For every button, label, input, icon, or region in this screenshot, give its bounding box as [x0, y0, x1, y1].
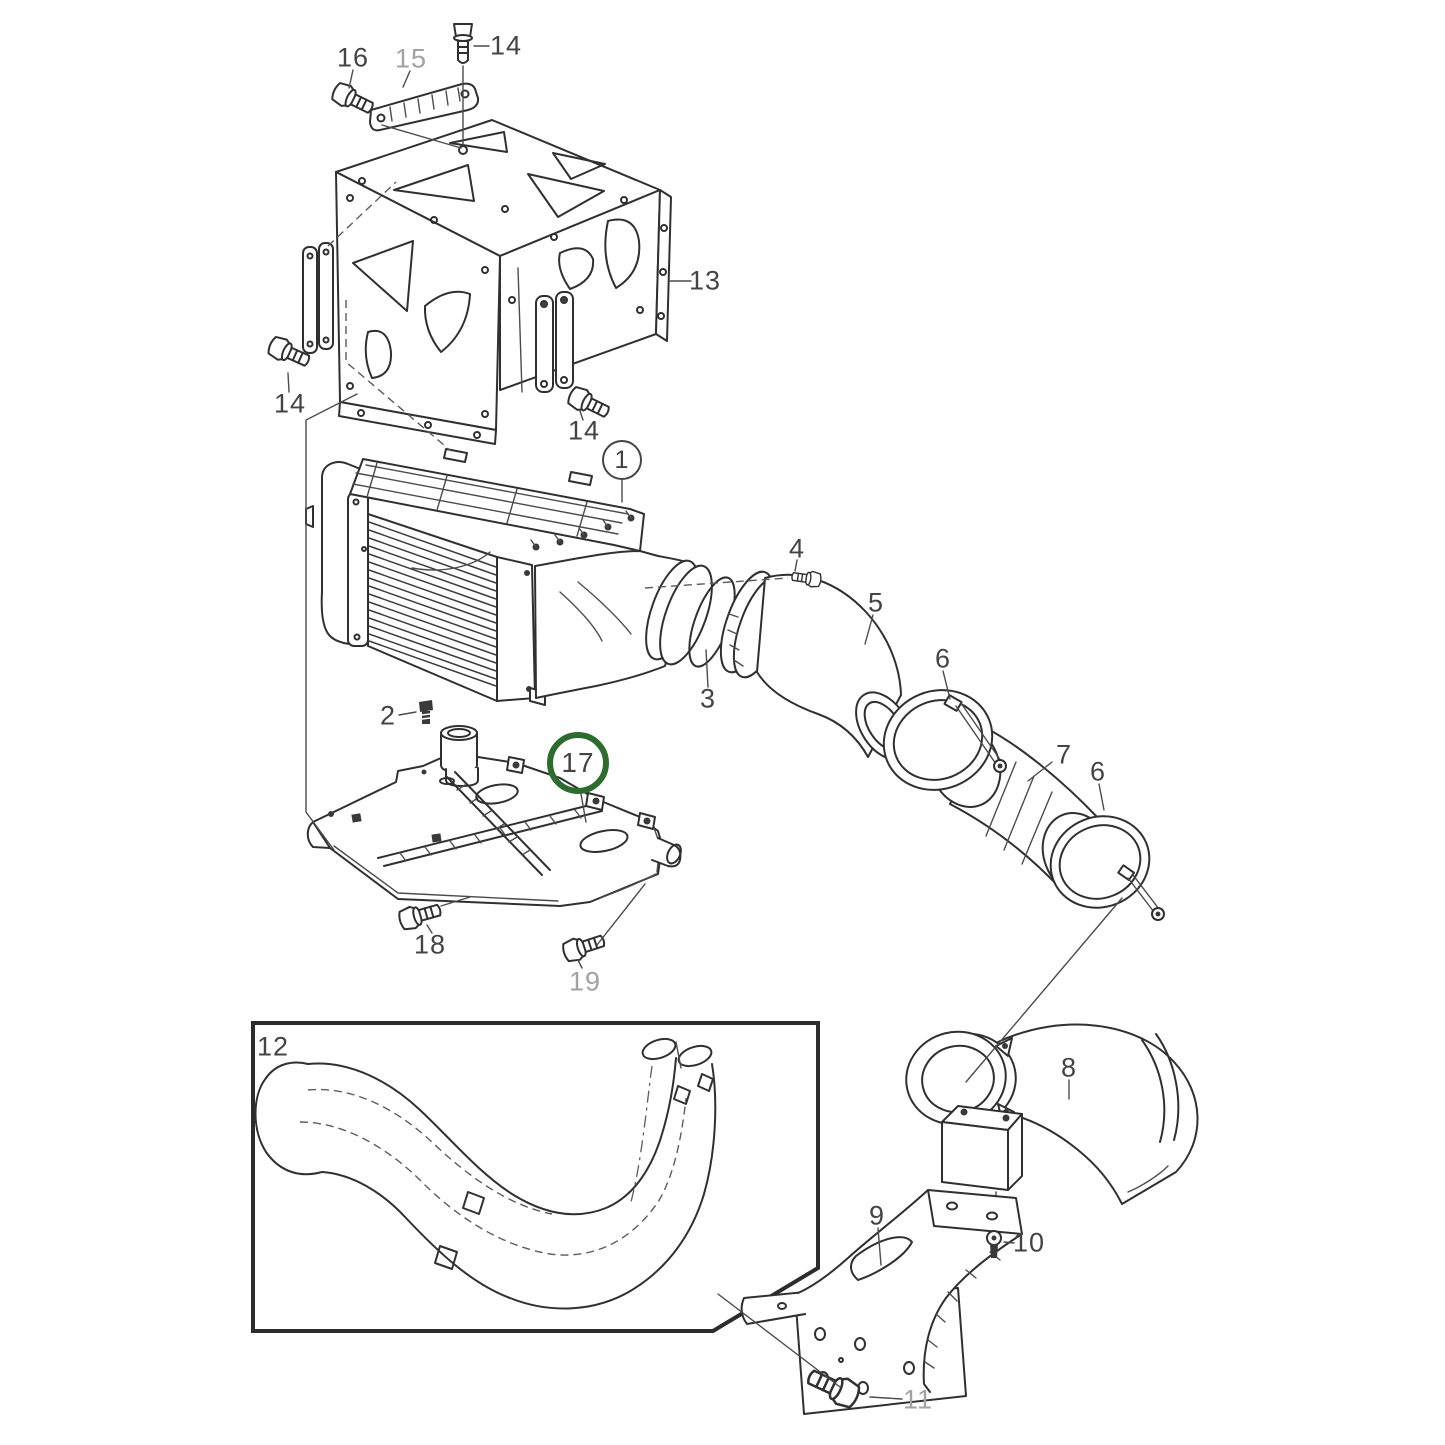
- bolt-2: [419, 700, 433, 724]
- callout-8: 8: [1060, 1052, 1078, 1083]
- charge-air-pipe-17: [306, 725, 682, 907]
- callout-13: 13: [688, 265, 722, 296]
- callout-4: 4: [788, 533, 806, 564]
- callout-6-lower: 6: [1089, 756, 1107, 787]
- callout-6-upper: 6: [934, 643, 952, 674]
- pipe-8: [905, 1023, 1199, 1227]
- callout-10: 10: [1012, 1227, 1046, 1258]
- callout-3: 3: [699, 683, 717, 714]
- construction-lines: [305, 65, 1123, 1388]
- callout-1-circled: 1: [602, 440, 642, 480]
- callout-15: 15: [394, 43, 428, 74]
- support-bracket-9: [740, 1189, 1023, 1415]
- callout-14-top: 14: [489, 30, 523, 61]
- callout-11: 11: [902, 1384, 934, 1415]
- bolt-10: [986, 1230, 1002, 1258]
- intercooler-1: [305, 448, 713, 706]
- callout-14-left: 14: [273, 388, 307, 419]
- callout-19: 19: [568, 966, 602, 997]
- callout-14-right: 14: [567, 415, 601, 446]
- bolt-16: [328, 79, 378, 120]
- hose-clamp-6-lower: [1049, 815, 1165, 921]
- callout-2: 2: [379, 700, 397, 731]
- bolt-18: [396, 898, 445, 933]
- bracket-strap-right-pair: [535, 291, 574, 393]
- callout-12: 12: [256, 1031, 290, 1062]
- callout-9: 9: [868, 1200, 886, 1231]
- mounting-bracket-13: [335, 119, 672, 445]
- callout-16: 16: [336, 42, 370, 73]
- hose-clamp-6-upper: [882, 689, 1007, 791]
- air-duct-12: [254, 1037, 717, 1310]
- callout-18: 18: [413, 929, 447, 960]
- callout-17-highlighted: 17: [547, 732, 609, 794]
- inset-box: [251, 1021, 820, 1333]
- bolt-14-top: [453, 23, 473, 64]
- callout-5: 5: [867, 587, 885, 618]
- bolt-19: [559, 928, 609, 965]
- mounting-strap-15: [369, 82, 480, 132]
- leader-lines: [287, 45, 1105, 1400]
- callout-7: 7: [1055, 739, 1073, 770]
- bracket-strap-left-pair: [302, 242, 334, 354]
